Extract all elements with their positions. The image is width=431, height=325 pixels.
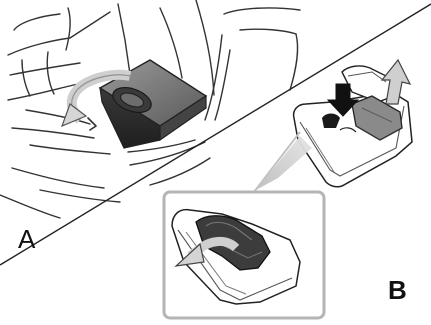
inset-zoom-box [164,192,324,318]
panel-a-label: A [18,226,35,252]
panel-b-label: B [388,277,407,303]
zoom-beam [256,136,312,190]
